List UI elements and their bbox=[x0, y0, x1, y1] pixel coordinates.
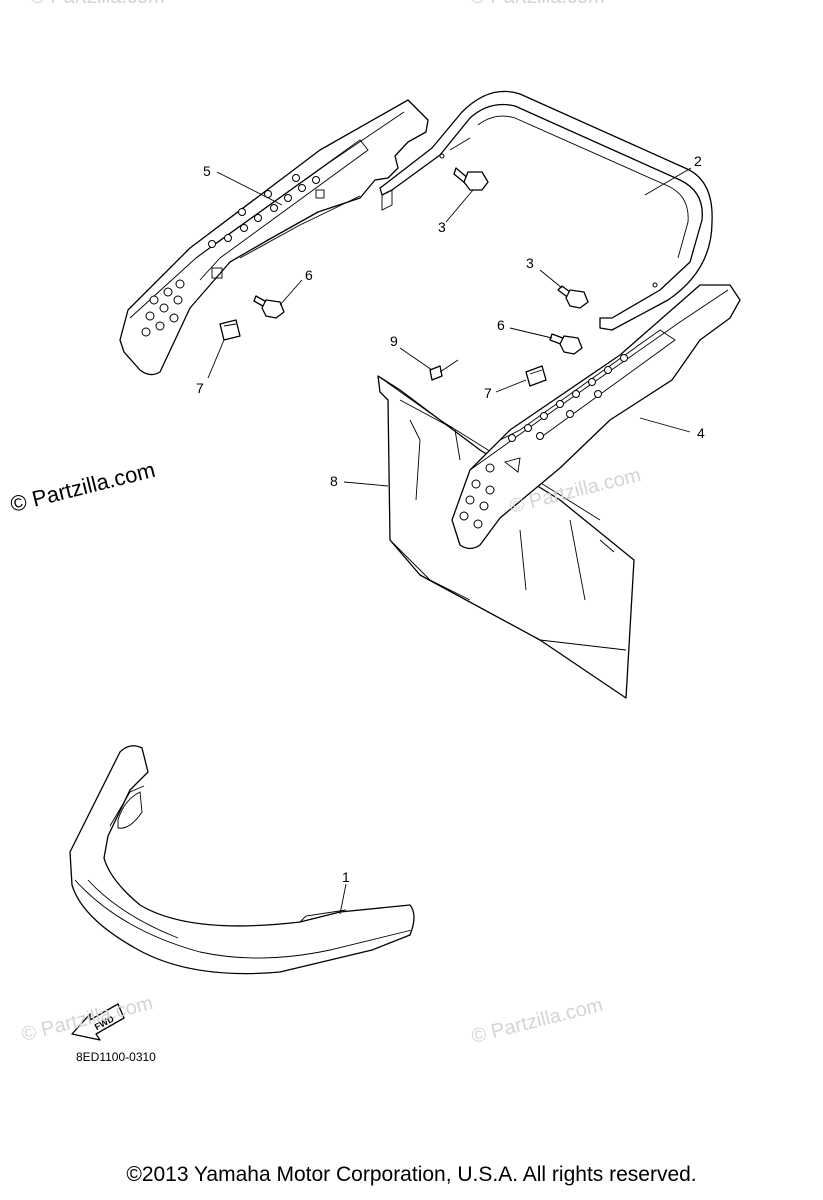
callout-5: 5 bbox=[203, 163, 211, 179]
callout-4: 4 bbox=[697, 425, 705, 441]
part-4-right-rail-cover[interactable] bbox=[451, 284, 741, 550]
callout-3-upper: 3 bbox=[438, 219, 446, 235]
callout-6-right: 6 bbox=[497, 317, 505, 333]
part-3-bolt-upper[interactable] bbox=[453, 167, 489, 191]
part-7-clip-nut-right[interactable] bbox=[525, 365, 547, 387]
part-6-bolt-right[interactable] bbox=[549, 333, 583, 355]
watermark-faint: © Partzilla.com bbox=[470, 0, 605, 9]
leader-lines bbox=[207, 167, 692, 915]
part-9-rivet[interactable] bbox=[429, 359, 459, 381]
part-7-clip-nut-left[interactable] bbox=[219, 319, 241, 341]
part-2-grab-bar[interactable] bbox=[379, 90, 713, 331]
part-3-bolt-lower[interactable] bbox=[557, 285, 589, 309]
callout-3-lower: 3 bbox=[526, 255, 534, 271]
callout-1: 1 bbox=[342, 869, 350, 885]
callout-7-right: 7 bbox=[484, 385, 492, 401]
part-1-front-bumper[interactable] bbox=[69, 745, 415, 975]
callout-6-left: 6 bbox=[305, 267, 313, 283]
part-5-left-rail-cover[interactable] bbox=[119, 99, 429, 376]
reference-code: 8ED1100-0310 bbox=[76, 1050, 156, 1064]
watermark-faint: © Partzilla.com bbox=[30, 0, 165, 9]
callout-8: 8 bbox=[330, 473, 338, 489]
callout-9: 9 bbox=[390, 333, 398, 349]
part-6-bolt-left[interactable] bbox=[253, 295, 285, 319]
callout-7-left: 7 bbox=[196, 380, 204, 396]
copyright-notice: ©2013 Yamaha Motor Corporation, U.S.A. A… bbox=[126, 1163, 697, 1186]
callout-2: 2 bbox=[694, 153, 702, 169]
